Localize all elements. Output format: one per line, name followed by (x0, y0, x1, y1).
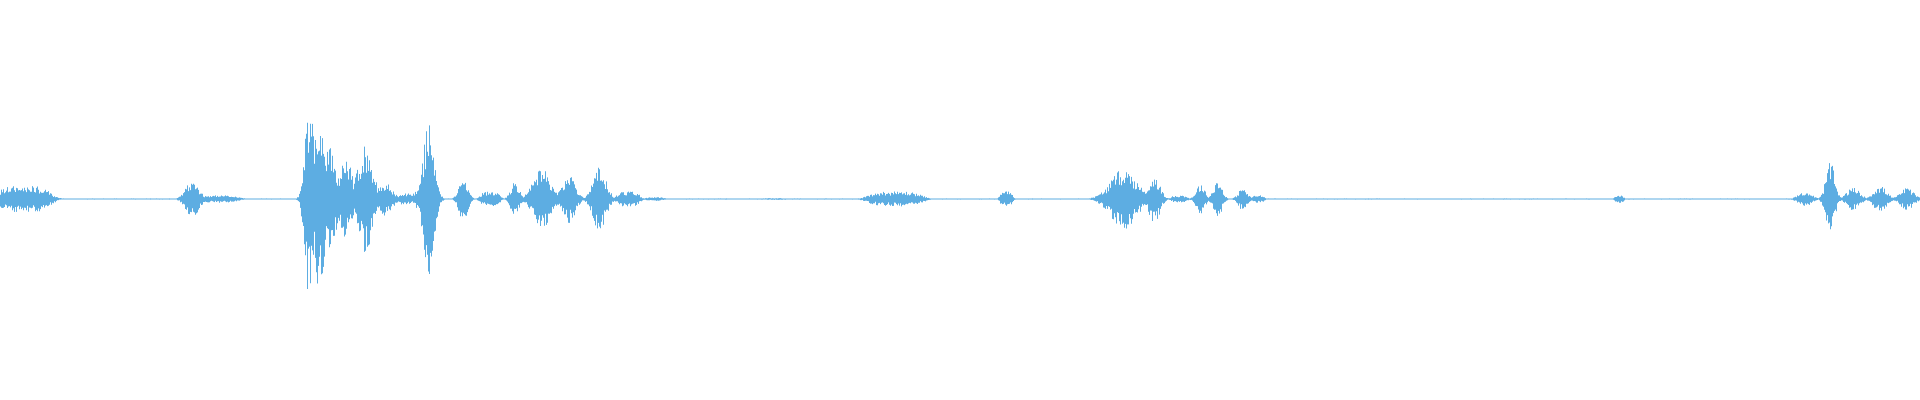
waveform-trace (0, 122, 1920, 289)
